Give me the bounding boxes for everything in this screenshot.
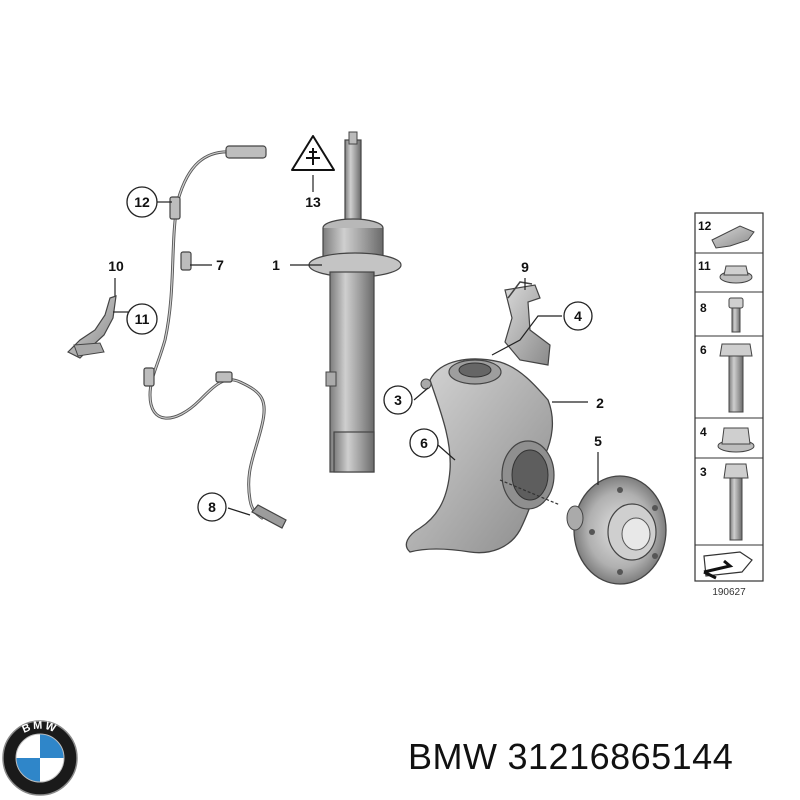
sensor-bracket [504, 281, 551, 366]
nut-icon [717, 427, 755, 453]
bmw-logo: BMW [2, 720, 78, 796]
callout-11: 11 [135, 311, 150, 327]
abs-sensor-cable [143, 145, 287, 529]
callout-7: 7 [216, 257, 224, 273]
cable-bracket [66, 295, 117, 359]
bolt-icon [723, 463, 749, 541]
callout-13: 13 [305, 194, 321, 210]
leader-lines [113, 175, 599, 516]
nut-icon [719, 265, 753, 284]
logo-text: BMW [20, 720, 57, 736]
legend-item-12: 12 [698, 219, 712, 233]
callout-3: 3 [394, 392, 402, 408]
arrow-icon [703, 551, 753, 580]
callout-10: 10 [108, 258, 124, 274]
clip-icon [711, 225, 755, 249]
callout-4: 4 [574, 308, 582, 324]
parts-legend: 12 11 8 6 4 3 190627 [694, 212, 764, 598]
legend-item-6: 6 [700, 343, 707, 357]
legend-item-4: 4 [700, 425, 707, 439]
callout-8: 8 [208, 499, 216, 515]
callout-6: 6 [420, 435, 428, 451]
bolt-icon [719, 343, 753, 413]
legend-item-8: 8 [700, 301, 707, 315]
callout-9: 9 [521, 259, 529, 275]
wheel-hub-bearing [566, 475, 667, 585]
brand-name: BMW [408, 736, 498, 777]
svg-text:BMW: BMW [20, 720, 59, 736]
legend-item-3: 3 [700, 465, 707, 479]
callout-12: 12 [134, 194, 150, 210]
callout-1: 1 [272, 257, 280, 273]
part-number: 31216865144 [507, 736, 734, 777]
callout-2: 2 [596, 395, 604, 411]
warning-plug-icon [291, 135, 335, 171]
legend-item-11: 11 [698, 259, 711, 273]
figure-number: 190627 [712, 587, 746, 598]
callouts: 1 2 3 4 5 6 7 8 9 10 11 12 13 [108, 186, 604, 522]
callout-5: 5 [594, 433, 602, 449]
bolt-icon [728, 297, 744, 333]
steering-knuckle [405, 358, 561, 554]
shock-absorber-strut [308, 131, 402, 473]
